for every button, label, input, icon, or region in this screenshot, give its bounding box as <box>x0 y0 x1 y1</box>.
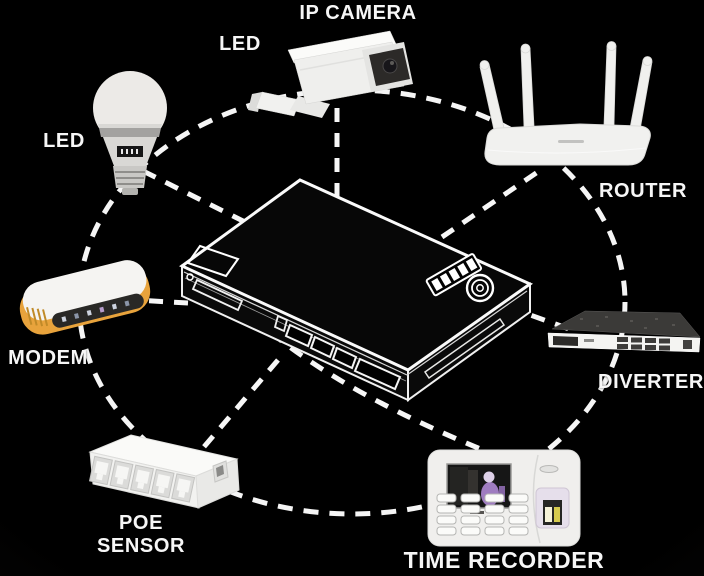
diverter-device <box>547 310 701 353</box>
router-antenna-3 <box>603 45 617 127</box>
poe-port <box>109 460 134 490</box>
hub-port-row <box>284 323 402 391</box>
bulb-label-mark <box>121 149 123 154</box>
poe-port <box>150 468 175 499</box>
poe-port <box>171 473 196 503</box>
led-bulb-device <box>93 71 167 195</box>
poe-port <box>88 455 113 486</box>
camera-lens <box>382 58 398 74</box>
fingerprint-glow-white <box>545 507 552 522</box>
hub-port-3 <box>331 346 358 370</box>
poe-port <box>130 464 155 494</box>
router-antenna-1 <box>479 63 505 131</box>
modem-front-panel <box>52 293 144 328</box>
modem-device <box>19 260 151 335</box>
label-diverter: DIVERTER <box>598 371 704 393</box>
router-front-edge <box>487 147 647 154</box>
modem-top <box>22 260 147 321</box>
time-recorder-speaker <box>539 465 559 473</box>
hub-mini-port <box>273 314 289 333</box>
hub-rim-line <box>183 271 528 376</box>
hub-power-button <box>465 273 495 303</box>
label-modem: MODEM <box>8 347 88 369</box>
diverter-top-texture <box>580 316 675 329</box>
router-device <box>479 41 653 166</box>
router-logo <box>558 140 584 143</box>
edge-hub-router <box>440 164 547 240</box>
bulb-label-mark <box>126 149 128 154</box>
hub-battery-indicator <box>425 253 483 297</box>
label-poe-line2: SENSOR <box>96 535 186 557</box>
poe-sensor-device <box>88 434 240 509</box>
poe-port-row <box>88 455 196 503</box>
label-poe-sensor: POE SENSOR <box>97 512 185 558</box>
router-antenna-4 <box>629 59 653 131</box>
label-led-top: LED <box>219 33 261 55</box>
bulb-label <box>117 146 143 157</box>
camera-lens-glint <box>390 61 394 65</box>
label-time-recorder: TIME RECORDER <box>403 547 605 573</box>
bulb-tip <box>122 188 138 195</box>
time-recorder-divider <box>532 454 541 544</box>
antenna-tip <box>479 60 490 70</box>
diverter-top <box>551 310 701 338</box>
poe-side-port-inner <box>216 465 224 477</box>
modem-leds <box>61 300 130 323</box>
antenna-tip <box>520 43 531 54</box>
hub-slot-port <box>191 278 244 312</box>
modem-vents <box>26 306 49 327</box>
hub-round-port <box>186 273 194 281</box>
antenna-tip <box>642 56 653 66</box>
time-recorder-keypad <box>436 493 529 536</box>
hub-right-slot <box>423 317 506 380</box>
edge-hub-led-bulb <box>143 169 247 225</box>
bulb-metal-ring <box>99 128 161 137</box>
label-poe-line1: POE <box>118 512 164 534</box>
hub-port-4 <box>353 357 402 391</box>
label-ip-camera: IP CAMERA <box>299 2 417 24</box>
time-recorder-device <box>427 449 581 547</box>
label-router: ROUTER <box>598 180 688 202</box>
router-antennas <box>479 41 653 131</box>
hub-device <box>179 178 534 402</box>
edge-hub-modem <box>134 297 189 306</box>
diverter-ports <box>617 337 692 351</box>
diverter-text-mark <box>584 339 594 342</box>
bulb-label-mark <box>136 149 138 154</box>
camera-mount <box>255 91 301 117</box>
label-led-left: LED <box>43 130 85 152</box>
hub-top-face <box>179 178 534 372</box>
hub-port-2 <box>309 335 336 359</box>
bulb-label-mark <box>131 149 133 154</box>
hub-port-1 <box>284 323 314 348</box>
hub-label-sticker <box>186 244 240 278</box>
screen-person-head <box>483 471 495 483</box>
fingerprint-glow-yellow <box>554 507 560 522</box>
router-body <box>484 123 651 166</box>
bulb-screw-ridges <box>115 171 145 185</box>
edge-hub-poe-sensor <box>201 358 280 450</box>
router-antenna-2 <box>520 47 535 128</box>
screen-shadow-2 <box>468 470 478 500</box>
diverter-display <box>553 336 578 346</box>
antenna-tip <box>606 41 617 51</box>
ip-camera-device <box>248 30 413 118</box>
